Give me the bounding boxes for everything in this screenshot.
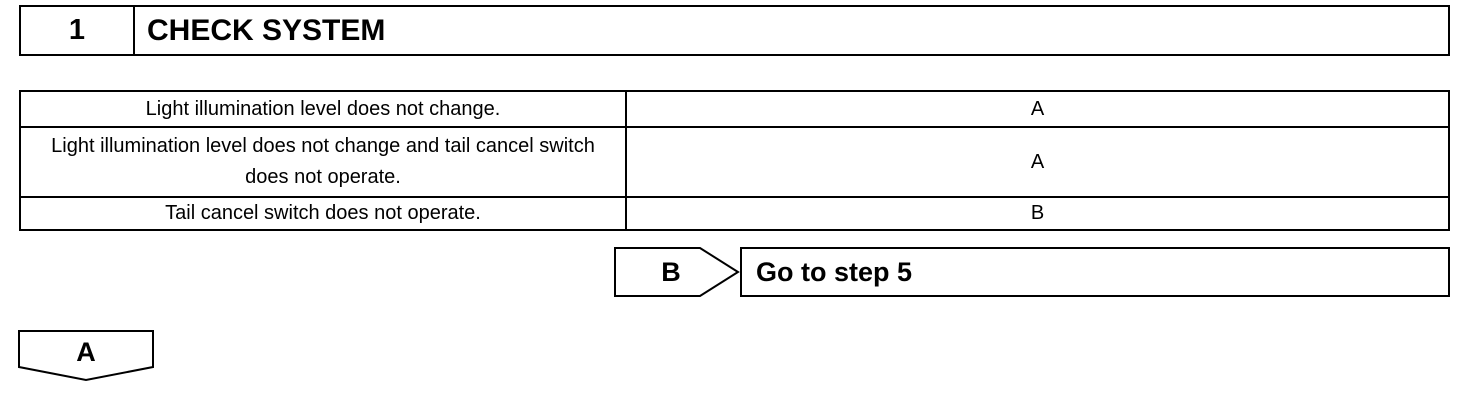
condition-cell: Light illumination level does not change…	[19, 90, 627, 128]
branch-a-label: A	[76, 337, 96, 367]
down-arrow-icon	[18, 330, 154, 382]
table-row: Light illumination level does not change…	[19, 90, 1450, 128]
result-cell: A	[625, 126, 1450, 198]
step-header: 1 CHECK SYSTEM	[19, 5, 1450, 56]
step-number: 1	[21, 7, 135, 54]
table-row: Tail cancel switch does not operate. B	[19, 196, 1450, 231]
branch-a-arrow: A	[18, 330, 156, 382]
step-title: CHECK SYSTEM	[147, 13, 386, 47]
branch-b-label: B	[661, 256, 681, 287]
table-row: Light illumination level does not change…	[19, 126, 1450, 198]
condition-cell: Light illumination level does not change…	[19, 126, 627, 198]
condition-cell: Tail cancel switch does not operate.	[19, 196, 627, 231]
result-table: Light illumination level does not change…	[19, 90, 1450, 231]
branch-b-arrow: B	[614, 247, 742, 297]
result-cell: B	[625, 196, 1450, 231]
result-cell: A	[625, 90, 1450, 128]
right-arrow-icon	[614, 247, 740, 297]
goto-step-box: Go to step 5	[740, 247, 1450, 297]
